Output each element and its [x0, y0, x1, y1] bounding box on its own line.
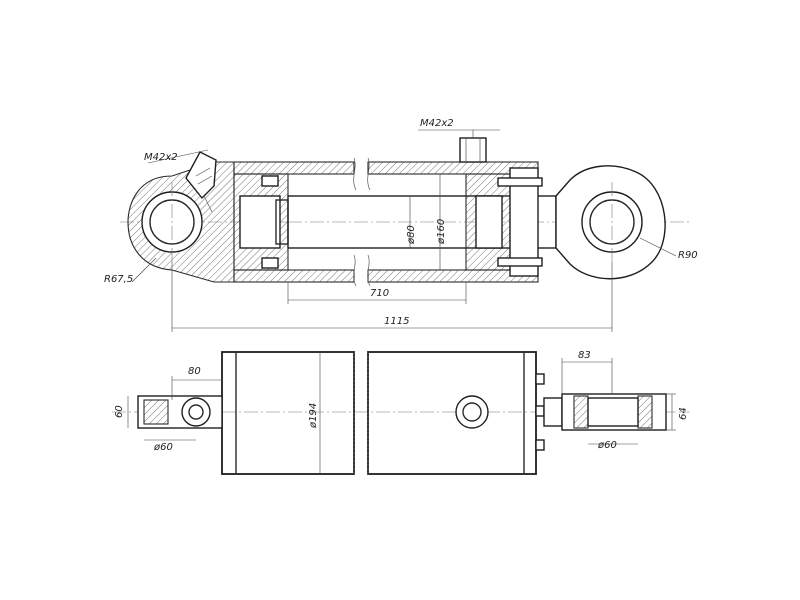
bolt-nut-1	[535, 373, 545, 385]
right-spherical-bearing	[587, 397, 639, 427]
break-line-top-1	[353, 157, 357, 191]
bolt-nut-3	[535, 439, 545, 451]
cylinder-body-plan	[221, 351, 545, 475]
piston-assembly	[233, 173, 289, 271]
grease-port-channel	[203, 195, 213, 213]
label-overall-length: 1115	[384, 316, 409, 327]
label-left-eye-width: 60	[114, 405, 125, 418]
right-eye-plan	[543, 393, 667, 431]
cylinder-head-gland	[465, 167, 543, 277]
grease-port-line-2	[197, 175, 213, 185]
label-eye-radius-left: R67,5	[104, 274, 133, 285]
tie-bolt-top	[497, 177, 543, 187]
label-left-offset: 80	[188, 366, 201, 377]
break-line-top-2	[367, 157, 371, 191]
piston-seal-bottom	[261, 257, 279, 269]
bolt-nut-2	[535, 405, 545, 417]
cylinder-barrel-section	[233, 157, 539, 287]
left-clevis-boss-inner	[188, 404, 204, 420]
rod-nut	[275, 199, 289, 245]
leader-r90	[639, 237, 677, 257]
label-body-diameter: ø194	[308, 403, 319, 429]
gland-bore	[475, 195, 503, 249]
oil-port-boss	[459, 137, 487, 163]
right-eye-section-left	[573, 395, 589, 429]
oil-port-top	[459, 137, 487, 163]
label-stroke-length: 710	[370, 288, 389, 299]
grease-port-left	[185, 151, 217, 213]
right-eye-section-right	[637, 395, 653, 429]
label-left-pin-diameter: ø60	[153, 442, 173, 453]
body-right-part	[367, 351, 537, 475]
rod-plan	[543, 397, 563, 427]
leader-m42-left	[147, 149, 209, 164]
break-line-bottom-2	[367, 254, 371, 287]
tie-bolt-bottom	[497, 257, 543, 267]
barrel-wall-top-left	[233, 161, 355, 175]
label-right-pin-diameter: ø60	[597, 440, 617, 451]
section-view: M42x2 M42x2 ø80 ø160 710 1115 R67,5 R90	[104, 118, 698, 332]
right-rod-eye	[555, 165, 666, 280]
left-clevis-eye	[127, 161, 235, 283]
break-line-bottom-1	[353, 254, 357, 287]
piston-center	[239, 195, 281, 249]
grease-port-line-1	[195, 167, 211, 177]
label-eye-radius-right: R90	[678, 250, 698, 261]
label-rod-diameter: ø80	[406, 225, 417, 245]
port-plan-inner	[462, 402, 482, 422]
left-clevis-boss-outer	[181, 397, 211, 427]
label-thread-port: M42x2	[420, 118, 454, 129]
grease-port-body	[185, 151, 217, 200]
piston-seal-top	[261, 175, 279, 187]
leader-r675	[131, 257, 157, 283]
left-clevis-plan	[137, 395, 223, 429]
port-plan-outer	[455, 395, 489, 429]
barrel-wall-bottom-left	[233, 269, 355, 283]
label-right-eye-width: 64	[678, 407, 689, 420]
label-thread-eye: M42x2	[144, 152, 178, 163]
label-right-offset: 83	[578, 350, 591, 361]
dimensions-top: M42x2 M42x2 ø80 ø160 710 1115 R67,5 R90	[104, 118, 698, 332]
body-left-part	[221, 351, 355, 475]
left-pin-section	[143, 399, 169, 425]
dimensions-bottom: 80 60 ø60 ø194 83 ø60 64	[114, 350, 689, 453]
label-bore-diameter: ø160	[436, 219, 447, 245]
plan-view: 80 60 ø60 ø194 83 ø60 64	[112, 350, 690, 475]
